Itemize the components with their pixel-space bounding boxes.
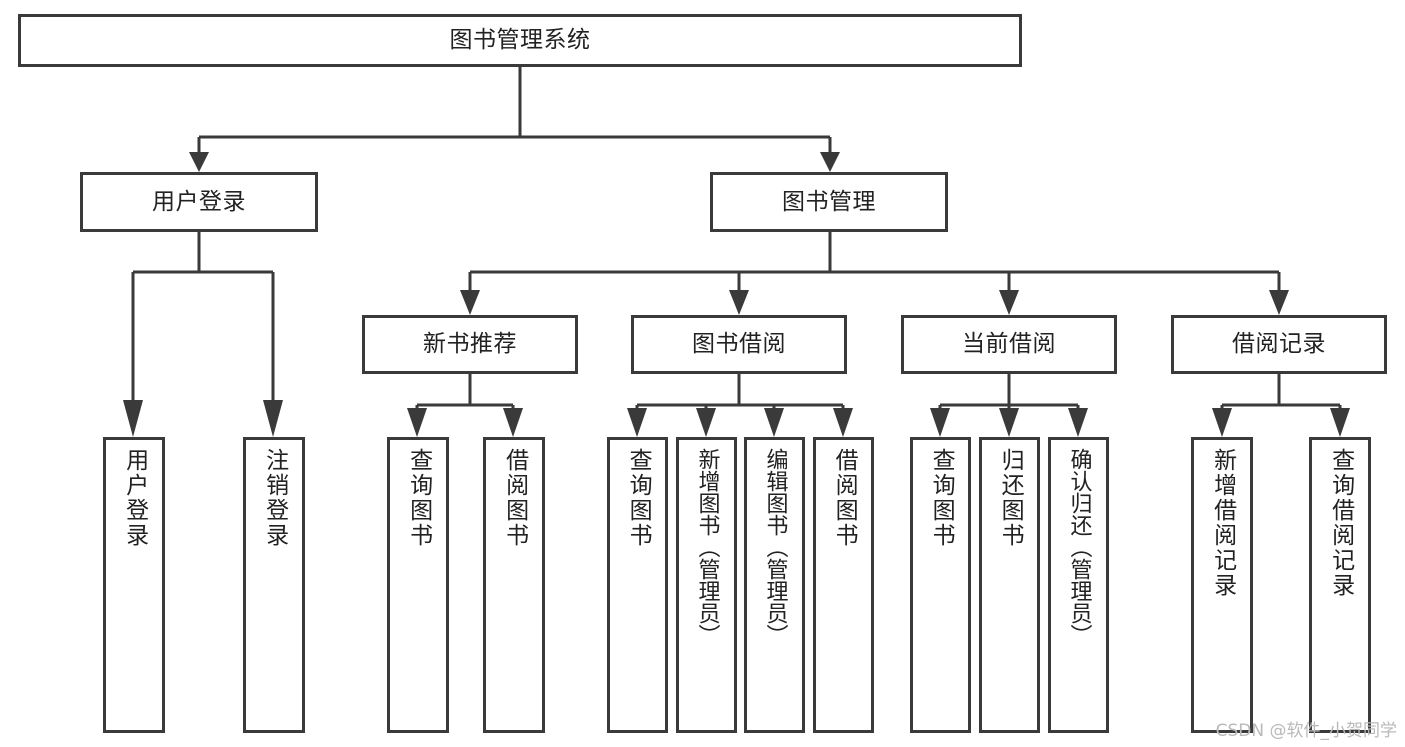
leaf-borrow-query-book[interactable]: 查询图书 [607,437,668,733]
node-new-book-recommend-label: 新书推荐 [423,331,517,358]
leaf-current-query-book-label: 查询图书 [928,448,955,548]
node-book-borrow-label: 图书借阅 [692,331,786,358]
leaf-new-book-query[interactable]: 查询图书 [387,437,449,733]
leaf-borrow-edit-book-label: 编辑图书（管理员） [762,448,788,646]
leaf-current-confirm-return[interactable]: 确认归还（管理员） [1048,437,1109,733]
node-user-login-label: 用户登录 [152,188,246,215]
leaf-user-login-signin-label: 用户登录 [121,448,148,548]
node-current-borrow-label: 当前借阅 [962,331,1056,358]
arrow-borrow-leaf4 [833,408,853,437]
arrow-borrow [729,290,749,315]
leaf-borrow-edit-book[interactable]: 编辑图书（管理员） [744,437,805,733]
arrow-user-login [189,152,209,172]
leaf-user-login-signout[interactable]: 注销登录 [243,437,305,733]
leaf-borrow-borrow-book[interactable]: 借阅图书 [813,437,874,733]
node-borrow-record[interactable]: 借阅记录 [1171,315,1387,374]
leaf-current-confirm-return-label: 确认归还（管理员） [1066,448,1092,646]
arrow-borrow-leaf2 [696,408,716,437]
arrow-leaf-logout [263,400,283,437]
leaf-record-add-label: 新增借阅记录 [1209,448,1236,598]
node-borrow-record-label: 借阅记录 [1232,331,1326,358]
leaf-record-add[interactable]: 新增借阅记录 [1191,437,1253,733]
node-current-borrow[interactable]: 当前借阅 [901,315,1117,374]
arrow-borrow-leaf1 [627,408,647,437]
node-root-label: 图书管理系统 [449,27,591,54]
leaf-new-book-query-label: 查询图书 [405,448,432,548]
arrow-leaf-user-login [123,400,143,437]
watermark-text: CSDN @软件_小贺同学 [1215,721,1397,741]
node-new-book-recommend[interactable]: 新书推荐 [362,315,578,374]
leaf-user-login-signout-label: 注销登录 [261,448,288,548]
leaf-borrow-borrow-book-label: 借阅图书 [831,448,858,548]
arrow-newbook-leaf2 [503,408,523,437]
arrow-newbook [460,290,480,315]
leaf-new-book-borrow-label: 借阅图书 [501,448,528,548]
node-user-login[interactable]: 用户登录 [80,172,318,232]
arrow-current-leaf1 [930,408,950,437]
leaf-user-login-signin[interactable]: 用户登录 [103,437,165,733]
node-book-management-label: 图书管理 [782,188,876,215]
node-book-management[interactable]: 图书管理 [710,172,948,232]
arrow-current-leaf2 [999,408,1019,437]
leaf-current-query-book[interactable]: 查询图书 [910,437,971,733]
leaf-record-query[interactable]: 查询借阅记录 [1309,437,1371,733]
node-root[interactable]: 图书管理系统 [18,14,1022,67]
arrow-book-manage [820,152,840,172]
leaf-borrow-add-book-label: 新增图书（管理员） [694,448,720,646]
leaf-record-query-label: 查询借阅记录 [1327,448,1354,598]
arrow-current [999,290,1019,315]
leaf-borrow-add-book[interactable]: 新增图书（管理员） [676,437,737,733]
leaf-current-return-book-label: 归还图书 [997,448,1024,548]
arrow-newbook-leaf1 [407,408,427,437]
node-book-borrow[interactable]: 图书借阅 [631,315,847,374]
leaf-current-return-book[interactable]: 归还图书 [979,437,1040,733]
arrow-record-leaf2 [1330,408,1350,437]
leaf-new-book-borrow[interactable]: 借阅图书 [483,437,545,733]
arrow-record-leaf1 [1212,408,1232,437]
arrow-record [1269,290,1289,315]
leaf-borrow-query-book-label: 查询图书 [625,448,652,548]
arrow-borrow-leaf3 [764,408,784,437]
arrow-current-leaf3 [1068,408,1088,437]
